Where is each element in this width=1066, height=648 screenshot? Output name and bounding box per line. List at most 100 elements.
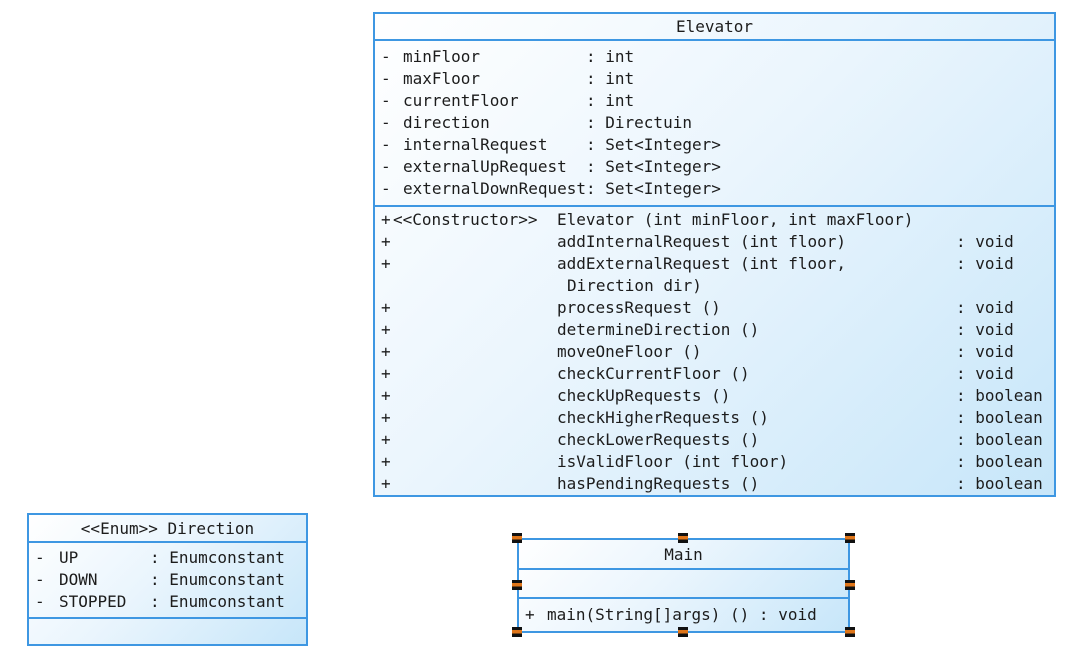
method-return-type: : void	[956, 298, 1014, 317]
method-signature: main(String[]args) () : void	[547, 605, 817, 624]
visibility-sign: -	[381, 157, 391, 176]
selection-handle-middle-right[interactable]	[845, 580, 855, 590]
method-return-type: : void	[956, 320, 1014, 339]
method-row: + determineDirection () : void	[375, 319, 1054, 341]
visibility-sign: +	[381, 210, 391, 229]
selection-handle-top-right[interactable]	[845, 533, 855, 543]
attribute-type: : int	[586, 47, 635, 66]
selection-handle-top-left[interactable]	[512, 533, 522, 543]
method-signature: checkUpRequests ()	[557, 386, 731, 405]
visibility-sign: -	[381, 47, 391, 66]
attribute-row: -STOPPED : Enumconstant	[29, 591, 306, 613]
enum-constant-name: DOWN	[59, 570, 98, 589]
visibility-sign: -	[35, 592, 45, 611]
visibility-sign: -	[381, 69, 391, 88]
attribute-row: -minFloor : int	[375, 46, 1054, 68]
attribute-name: maxFloor	[403, 69, 481, 88]
class-title: Elevator	[375, 14, 1054, 41]
selection-handle-bottom-right[interactable]	[845, 627, 855, 637]
method-signature: checkHigherRequests ()	[557, 408, 769, 427]
method-signature: checkLowerRequests ()	[557, 430, 760, 449]
attribute-name: minFloor	[403, 47, 481, 66]
method-signature: addExternalRequest (int floor,	[557, 254, 846, 273]
visibility-sign: +	[381, 254, 391, 273]
selection-handle-bottom-left[interactable]	[512, 627, 522, 637]
attribute-type: : Directuin	[586, 113, 692, 132]
visibility-sign: -	[381, 135, 391, 154]
attribute-name: direction	[403, 113, 490, 132]
class-title: Main	[519, 540, 848, 570]
attribute-type: : Set<Integer>	[586, 157, 721, 176]
class-box-main[interactable]: Main + main(String[]args) () : void	[517, 538, 850, 633]
enum-constant-name: STOPPED	[59, 592, 127, 611]
method-return-type: : void	[956, 342, 1014, 361]
method-return-type: : boolean	[956, 430, 1043, 449]
selection-handle-middle-left[interactable]	[512, 580, 522, 590]
attribute-row: -DOWN : Enumconstant	[29, 569, 306, 591]
method-signature: isValidFloor (int floor)	[557, 452, 789, 471]
enum-constant-name: UP	[59, 548, 79, 567]
method-row: + addExternalRequest (int floor, : void	[375, 253, 1054, 275]
visibility-sign: +	[381, 430, 391, 449]
attribute-row: -maxFloor: int	[375, 68, 1054, 90]
attributes-compartment: -UP: Enumconstant -DOWN: Enumconstant -S…	[29, 543, 306, 619]
method-return-type	[956, 209, 1054, 231]
selection-handle-bottom-middle[interactable]	[678, 627, 688, 637]
method-signature: checkCurrentFloor ()	[557, 364, 750, 383]
method-row: + main(String[]args) () : void	[519, 604, 817, 626]
attribute-row: -internalRequest: Set<Integer>	[375, 134, 1054, 156]
visibility-sign: +	[381, 386, 391, 405]
method-signature: moveOneFloor ()	[557, 342, 702, 361]
method-return-type: : void	[956, 254, 1014, 273]
method-row: +isValidFloor (int floor): boolean	[375, 451, 1054, 473]
method-row: +<<Constructor>>Elevator (int minFloor, …	[375, 209, 1054, 231]
class-box-elevator[interactable]: Elevator -minFloor: int -maxFloor: int -…	[373, 12, 1056, 497]
method-row: + moveOneFloor () : void	[375, 341, 1054, 363]
method-signature: hasPendingRequests ()	[557, 474, 760, 493]
visibility-sign: +	[381, 298, 391, 317]
enum-title: <<Enum>> Direction	[29, 515, 306, 543]
selection-handle-top-middle[interactable]	[678, 533, 688, 543]
method-row-wrap: Direction dir)	[375, 275, 1054, 297]
attribute-row: -currentFloor: int	[375, 90, 1054, 112]
visibility-sign: -	[35, 548, 45, 567]
attribute-row: -externalDownRequest: Set<Integer>	[375, 178, 1054, 200]
visibility-sign: +	[381, 474, 391, 493]
methods-compartment: + main(String[]args) () : void	[519, 599, 848, 631]
method-return-type: : boolean	[956, 474, 1043, 493]
visibility-sign: -	[381, 91, 391, 110]
enum-constant-type: : Enumconstant	[150, 592, 285, 611]
method-row: + checkUpRequests () : boolean	[375, 385, 1054, 407]
visibility-sign: +	[381, 364, 391, 383]
visibility-sign: -	[381, 113, 391, 132]
method-row: +processRequest (): void	[375, 297, 1054, 319]
attribute-type: : Set<Integer>	[586, 179, 721, 198]
visibility-sign: +	[381, 342, 391, 361]
method-return-type: : boolean	[956, 452, 1043, 471]
attributes-compartment: -minFloor: int -maxFloor: int -currentFl…	[375, 41, 1054, 207]
method-signature: addInternalRequest (int floor)	[557, 232, 846, 251]
method-signature: determineDirection ()	[557, 320, 760, 339]
attribute-row: -externalUpRequest: Set<Integer>	[375, 156, 1054, 178]
attribute-row: -UP : Enumconstant	[29, 547, 306, 569]
enum-constant-type: : Enumconstant	[150, 548, 285, 567]
attribute-type: : int	[586, 91, 635, 110]
attribute-name: externalDownRequest	[403, 179, 587, 198]
method-stereotype: <<Constructor>>	[393, 210, 538, 229]
methods-compartment-empty	[29, 619, 306, 644]
enum-constant-type: : Enumconstant	[150, 570, 285, 589]
visibility-sign: +	[525, 605, 535, 624]
method-return-type: : boolean	[956, 386, 1043, 405]
method-row: + checkLowerRequests () : boolean	[375, 429, 1054, 451]
method-row: + hasPendingRequests () : boolean	[375, 473, 1054, 495]
visibility-sign: +	[381, 320, 391, 339]
method-row: +checkHigherRequests (): boolean	[375, 407, 1054, 429]
method-signature-continued: Direction dir)	[567, 276, 702, 295]
methods-compartment: +<<Constructor>>Elevator (int minFloor, …	[375, 207, 1054, 495]
visibility-sign: -	[381, 179, 391, 198]
class-box-direction-enum[interactable]: <<Enum>> Direction -UP: Enumconstant -DO…	[27, 513, 308, 646]
visibility-sign: -	[35, 570, 45, 589]
method-return-type: : boolean	[956, 408, 1043, 427]
method-row: +checkCurrentFloor (): void	[375, 363, 1054, 385]
